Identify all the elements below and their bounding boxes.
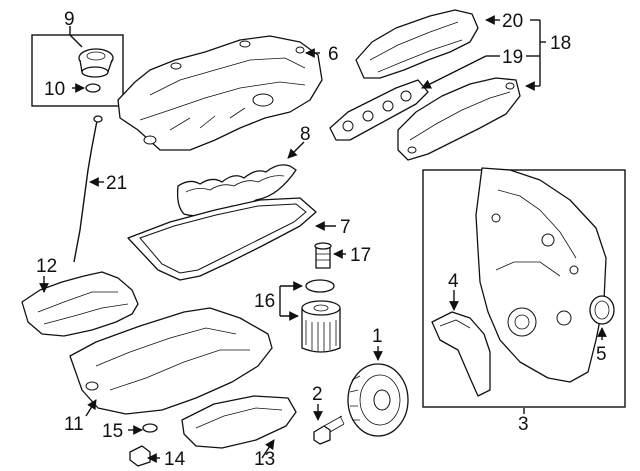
callout-20: 20 — [502, 11, 523, 32]
oil-pan-heat-shield[interactable] — [21, 271, 139, 337]
oil-filter-seal[interactable] — [305, 279, 335, 293]
callout-17: 17 — [350, 245, 371, 266]
callout-13: 13 — [254, 449, 275, 470]
valve-cover-seal[interactable] — [127, 197, 317, 281]
engine-cover[interactable] — [355, 9, 479, 79]
timing-cover-group-box — [422, 169, 626, 408]
callout-9: 9 — [64, 9, 75, 30]
drain-plug[interactable] — [129, 445, 151, 467]
oil-pan-upper[interactable] — [69, 307, 273, 415]
intake-manifold-gasket[interactable] — [329, 79, 429, 141]
oil-filler-cap[interactable] — [78, 48, 114, 78]
callout-16: 16 — [254, 291, 275, 312]
drain-plug-gasket[interactable] — [142, 423, 158, 433]
oil-cap-seal[interactable] — [85, 83, 101, 93]
callout-5: 5 — [596, 344, 607, 365]
callout-12: 12 — [36, 256, 57, 277]
harmonic-balancer[interactable] — [347, 363, 409, 437]
intake-manifold[interactable] — [397, 77, 521, 161]
oil-dipstick[interactable] — [73, 115, 103, 263]
oil-filter-adapter[interactable] — [314, 242, 332, 269]
crankshaft-front-seal[interactable] — [589, 295, 615, 325]
callout-6: 6 — [328, 44, 339, 65]
oil-pan-lower[interactable] — [181, 395, 297, 449]
callout-19: 19 — [502, 47, 523, 68]
timing-cover[interactable] — [475, 167, 607, 383]
crankshaft-bolt[interactable] — [313, 415, 345, 445]
oil-filter[interactable] — [301, 300, 341, 353]
callout-18: 18 — [550, 33, 571, 54]
callout-8: 8 — [300, 124, 311, 145]
valve-cover[interactable] — [117, 35, 323, 151]
callout-2: 2 — [312, 384, 323, 405]
callout-7: 7 — [340, 217, 351, 238]
callout-15: 15 — [102, 421, 123, 442]
leader-lines — [39, 15, 607, 463]
callout-4: 4 — [448, 271, 459, 292]
callout-1: 1 — [372, 326, 383, 347]
callout-10: 10 — [44, 79, 65, 100]
callout-14: 14 — [164, 449, 186, 470]
oil-cap-group-box — [31, 34, 124, 107]
callout-3: 3 — [518, 414, 529, 435]
callout-21: 21 — [106, 173, 127, 194]
timing-cover-gasket[interactable] — [431, 311, 491, 397]
callout-11: 11 — [64, 414, 84, 435]
